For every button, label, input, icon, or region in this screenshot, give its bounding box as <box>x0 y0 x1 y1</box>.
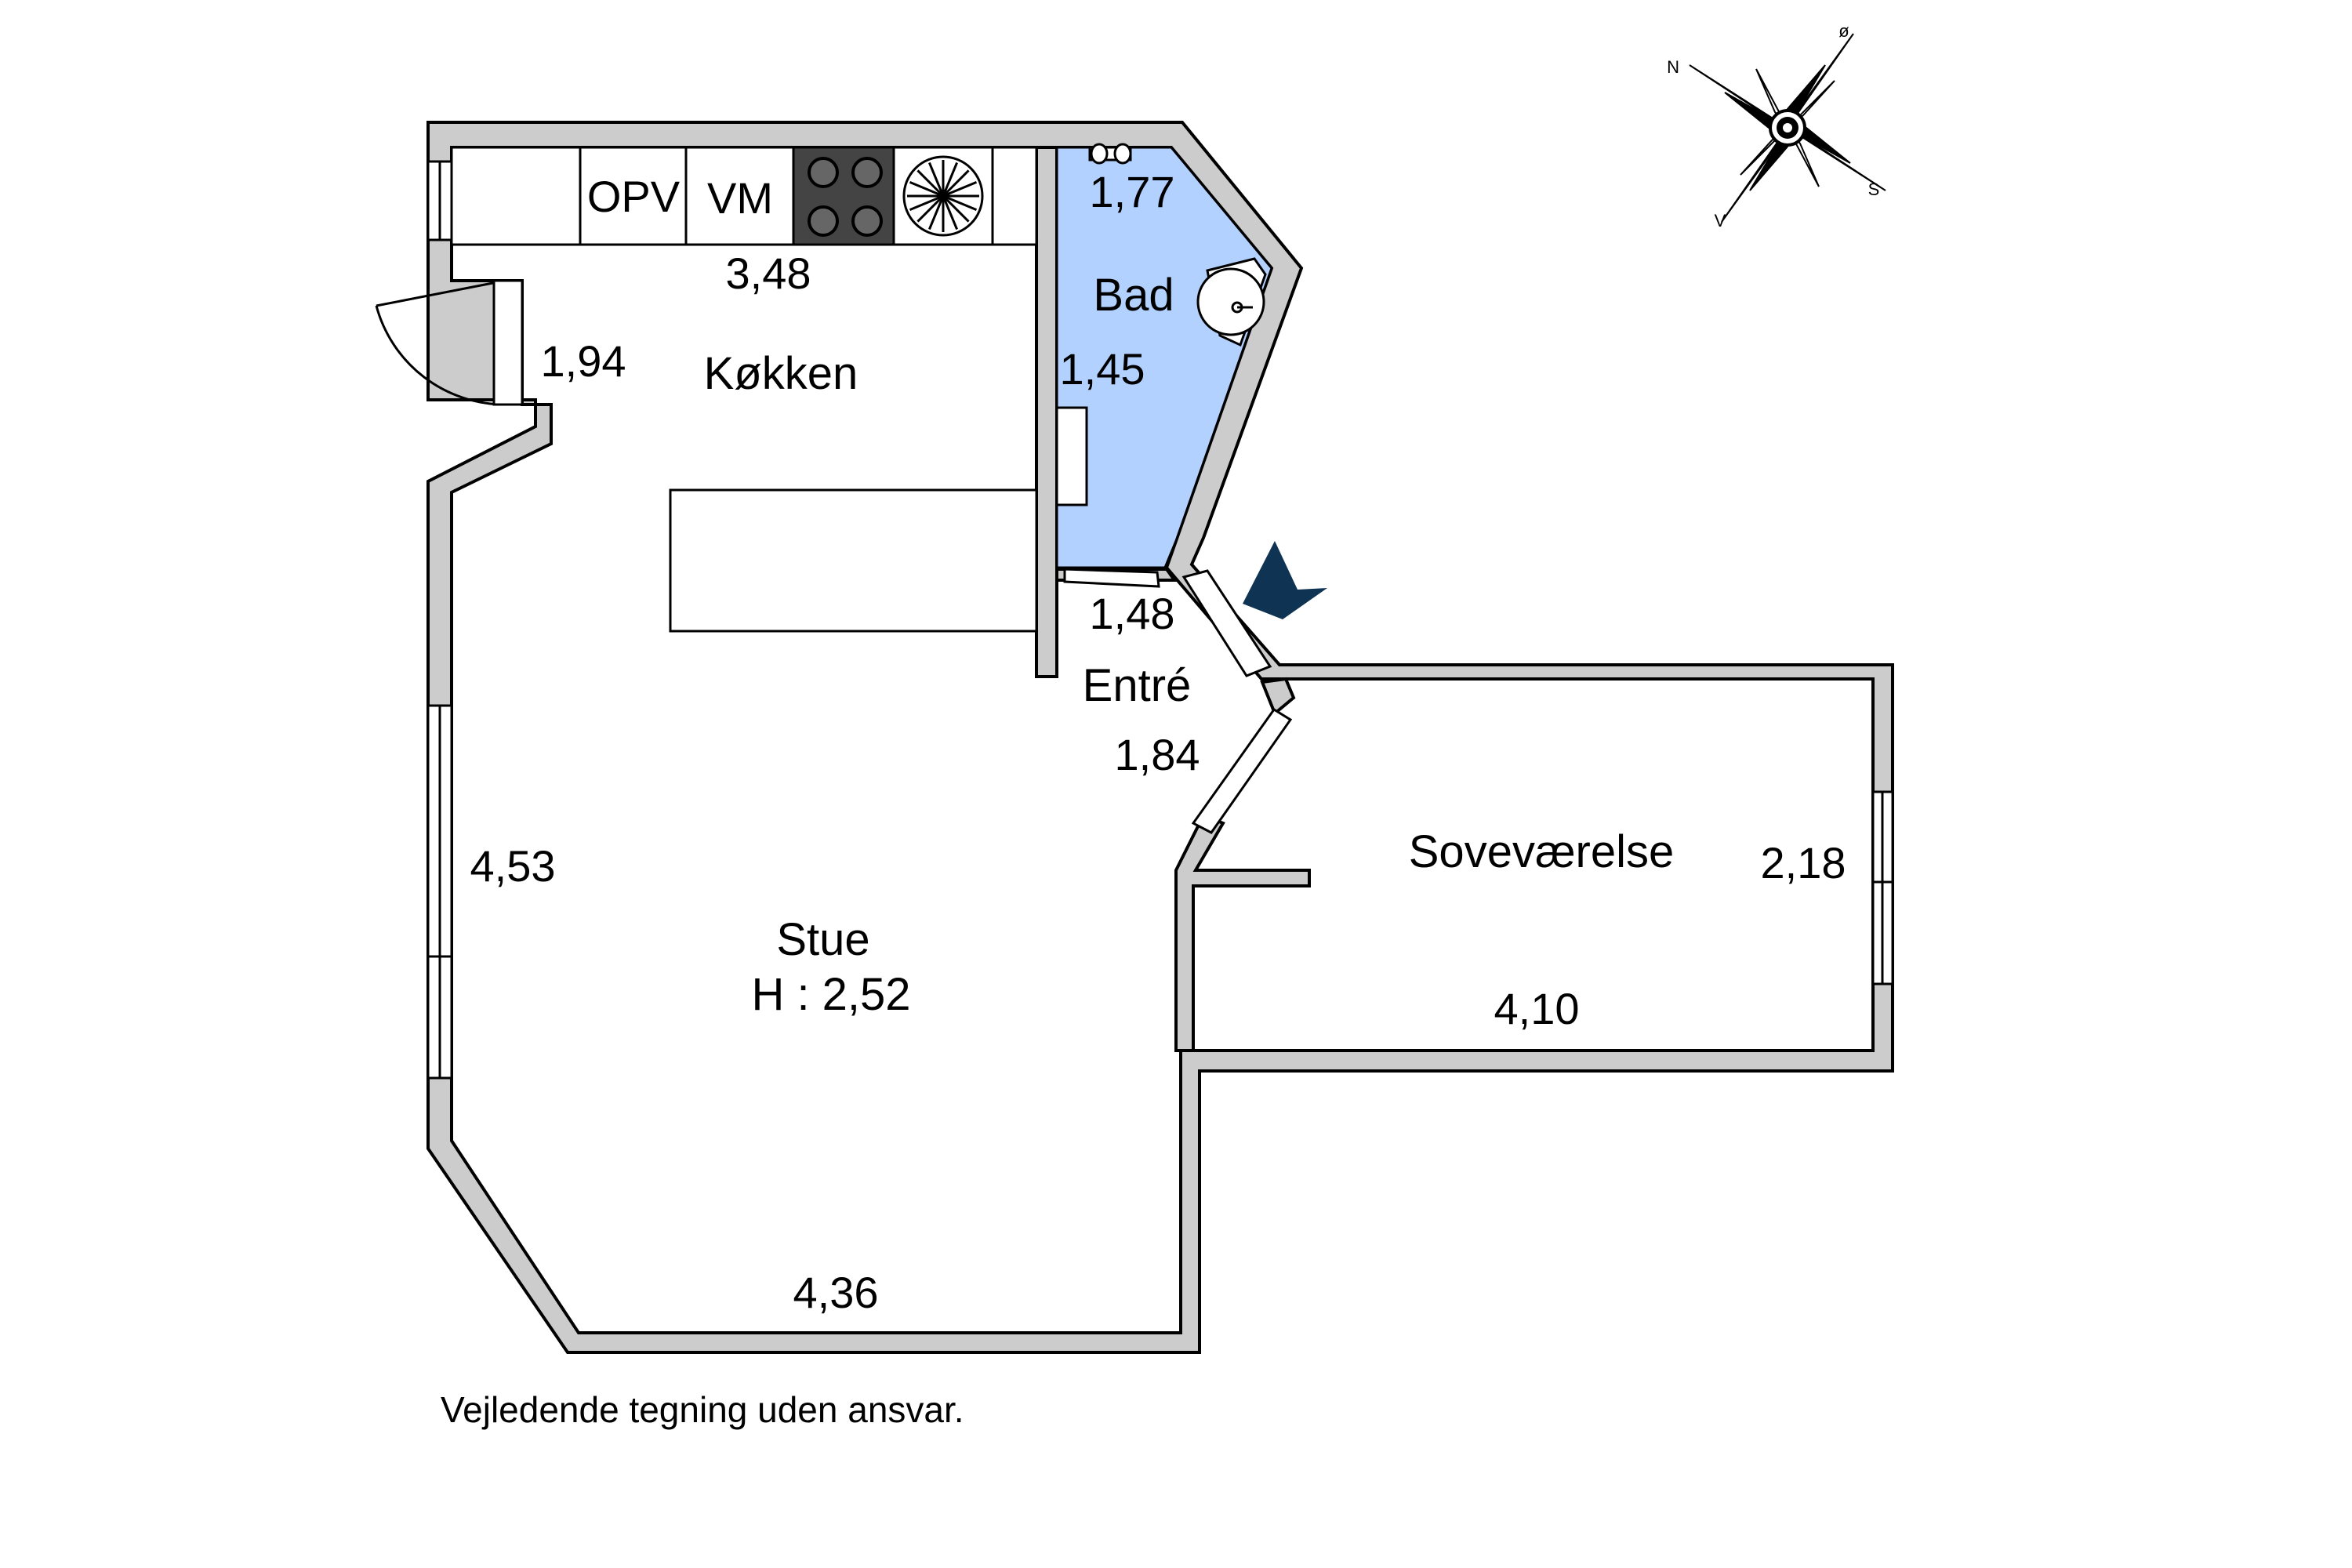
fan-spoke <box>928 195 945 230</box>
living-height-label: H : 2,52 <box>751 969 910 1020</box>
bathroom-floor <box>1055 146 1273 569</box>
bath-door-leaf[interactable] <box>1063 568 1160 588</box>
fan-spoke <box>942 181 978 198</box>
partition-wall <box>1035 146 1058 678</box>
fan-spoke <box>942 195 958 230</box>
fan-spoke <box>916 169 945 198</box>
disclaimer-text: Vejledende tegning uden ansvar. <box>441 1389 964 1430</box>
living-room-label: Stue <box>776 914 869 965</box>
kitchen-depth-dimension: 1,94 <box>541 336 626 386</box>
fan-spoke <box>942 194 978 211</box>
compass-west: V <box>1715 211 1726 230</box>
entrance-width-dimension: 1,48 <box>1090 589 1175 638</box>
sink-icon <box>1196 257 1267 347</box>
dishwasher-label: OPV <box>587 172 681 221</box>
kitchen-label: Køkken <box>704 348 858 399</box>
fan-spoke <box>909 181 944 198</box>
fan-spoke <box>942 169 970 198</box>
kitchen-island <box>669 488 1038 633</box>
bathroom-label: Bad <box>1093 270 1174 321</box>
washing-machine-label: VM <box>707 173 773 223</box>
kitchen-door-swing <box>375 305 506 406</box>
compass-rose-icon: N ø S V <box>1667 21 1886 230</box>
fan-spoke <box>942 162 958 197</box>
bath-width-dimension: 1,77 <box>1090 167 1175 216</box>
bedroom-left-wall <box>1174 813 1311 1052</box>
fan-spoke <box>909 194 944 211</box>
fan-spoke <box>916 194 945 223</box>
fan-spoke <box>928 162 945 197</box>
entrance-arrow-icon <box>1243 541 1327 619</box>
bedroom-wall-top <box>1260 677 1296 717</box>
compass-north: N <box>1667 57 1679 77</box>
bedroom-label: Soveværelse <box>1409 826 1674 877</box>
front-door-leaf[interactable] <box>1181 569 1272 677</box>
compass-south: S <box>1868 180 1880 199</box>
stove-icon <box>792 146 895 246</box>
fan-spoke <box>942 194 970 223</box>
bedroom-width-dimension: 4,10 <box>1494 984 1580 1033</box>
toilet-icon <box>1088 143 1132 165</box>
entrance-label: Entré <box>1083 660 1192 711</box>
doors <box>375 279 1293 834</box>
compass-east: ø <box>1838 21 1849 41</box>
bedroom-door-leaf[interactable] <box>1191 707 1293 834</box>
bath-shelf <box>1055 406 1088 506</box>
kitchen-width-dimension: 3,48 <box>726 249 811 298</box>
windows <box>426 160 1894 1080</box>
living-depth-dimension: 4,53 <box>470 841 556 891</box>
entrance-depth-dimension: 1,84 <box>1115 730 1200 779</box>
extractor-fan-icon <box>902 155 984 237</box>
kitchen-door-leaf <box>376 279 506 307</box>
living-width-dimension: 4,36 <box>793 1268 879 1317</box>
bath-depth-dimension: 1,45 <box>1060 344 1145 394</box>
bedroom-depth-dimension: 2,18 <box>1761 838 1846 887</box>
